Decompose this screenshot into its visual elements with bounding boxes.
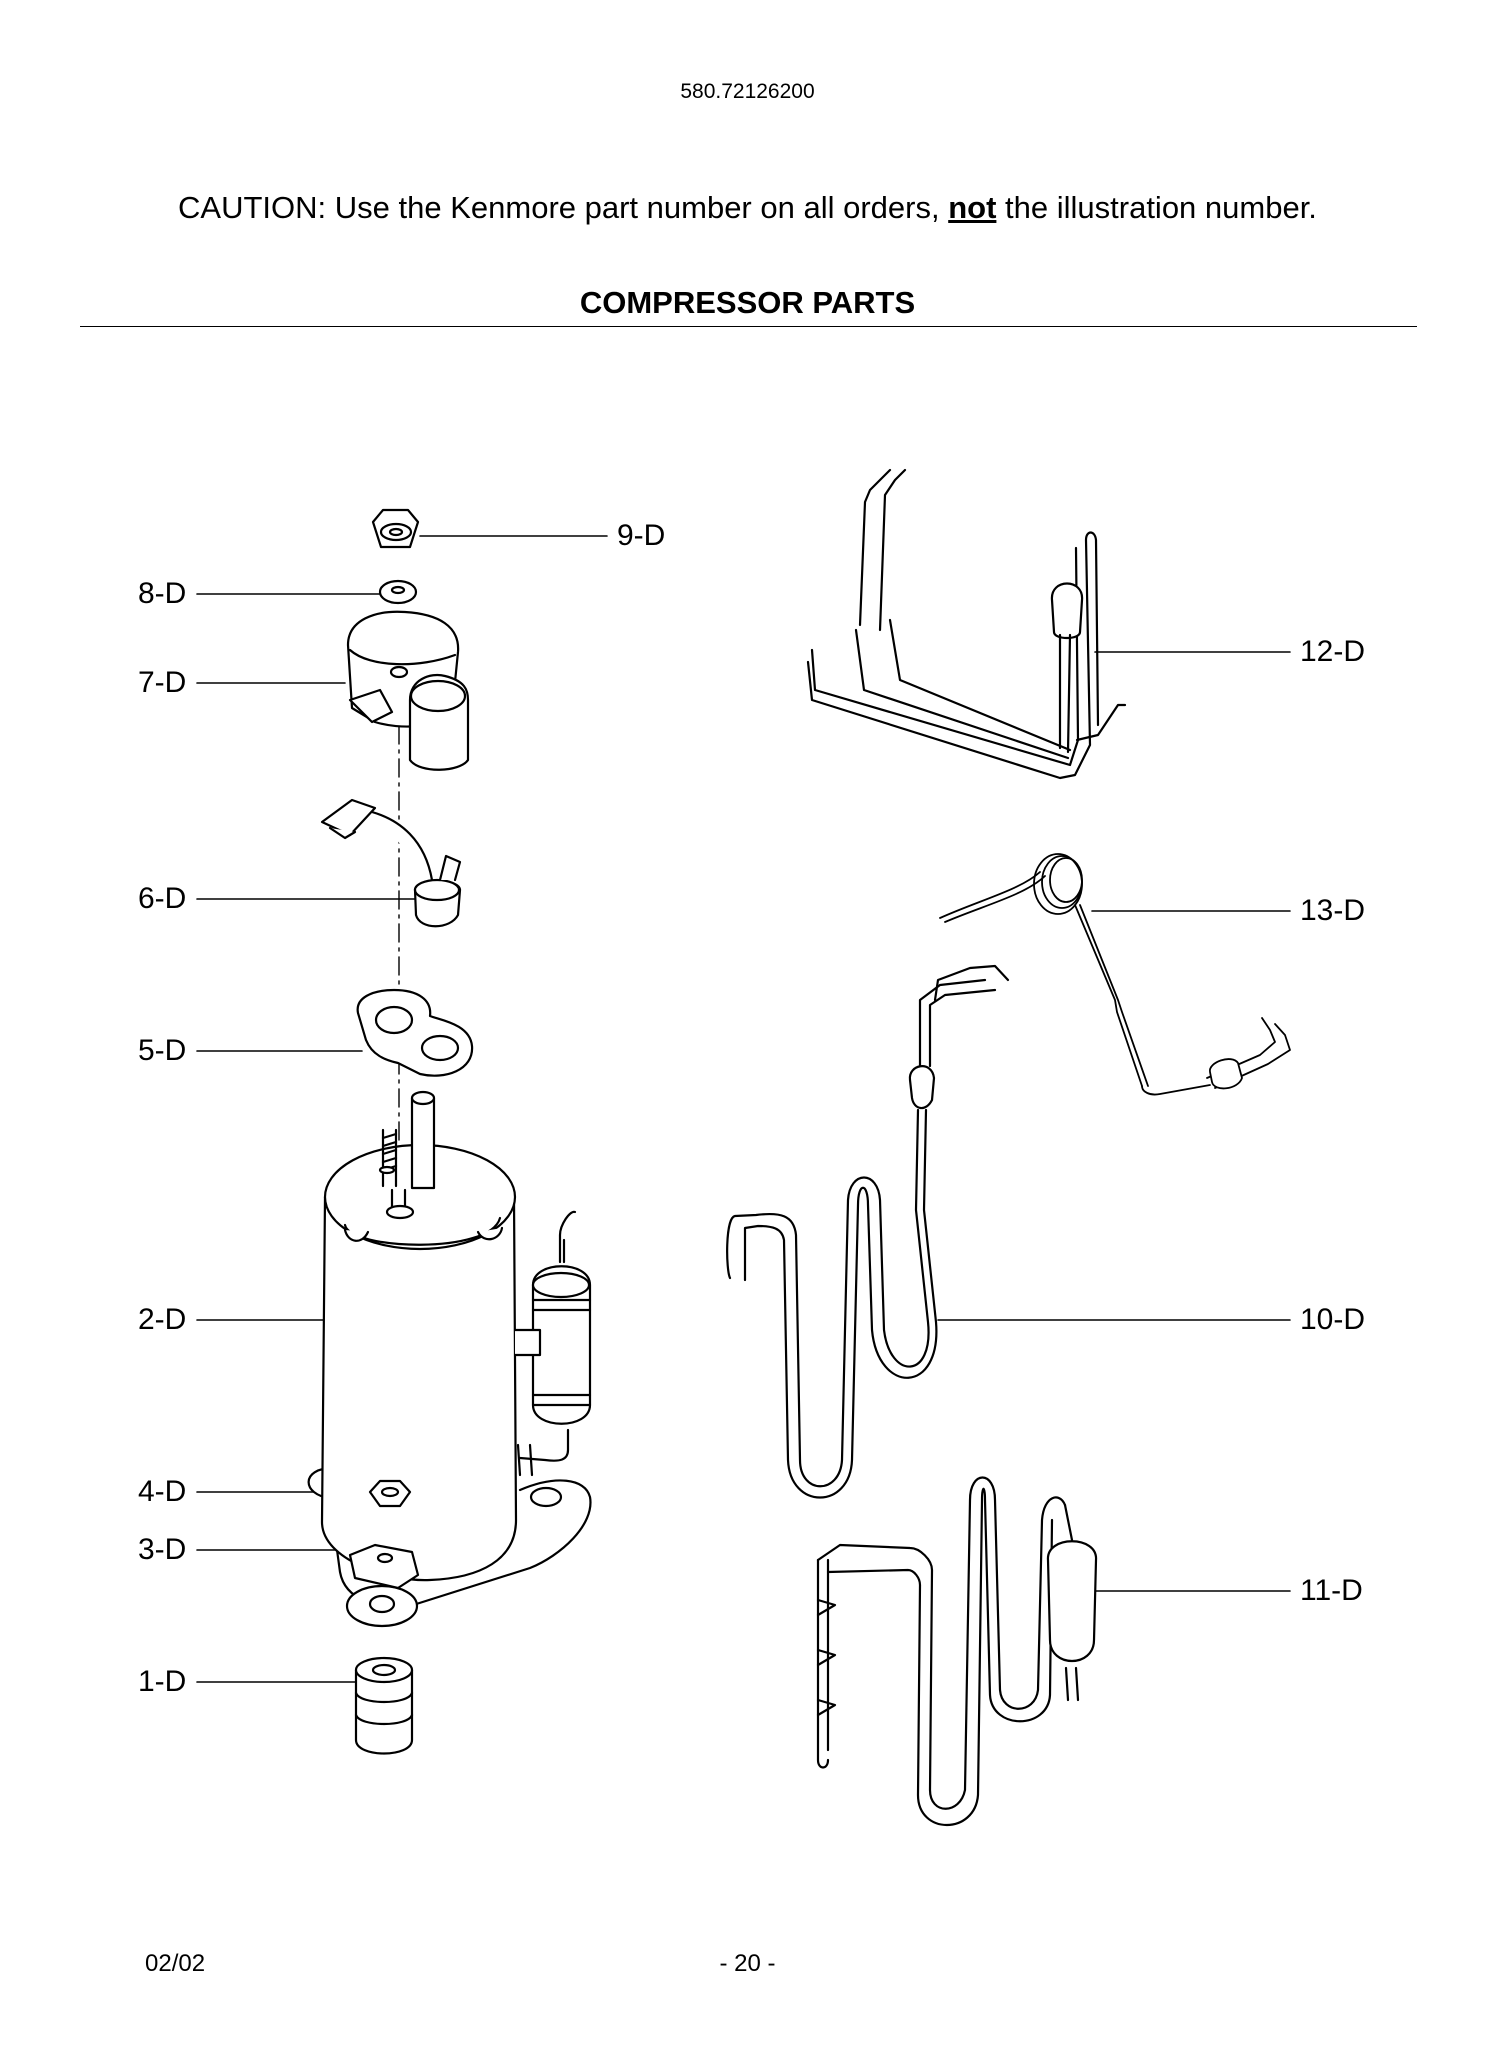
terminal-cover-part xyxy=(346,610,470,771)
footer-page-number: - 20 - xyxy=(719,1950,776,1977)
overload-part xyxy=(320,798,462,928)
caution-emphasis: not xyxy=(948,190,997,225)
capillary-13-part xyxy=(939,853,1291,1096)
nut-part xyxy=(371,508,420,549)
accumulator-part xyxy=(513,1210,592,1477)
caution-text: CAUTION: Use the Kenmore part number on … xyxy=(0,190,1495,226)
callout-5d: 5-D xyxy=(138,1034,187,1067)
callout-8d: 8-D xyxy=(138,577,187,610)
callout-4d: 4-D xyxy=(138,1475,187,1508)
section-title: COMPRESSOR PARTS xyxy=(579,285,916,320)
callout-3d: 3-D xyxy=(138,1533,187,1566)
callout-7d: 7-D xyxy=(138,666,187,699)
callout-12d: 12-D xyxy=(1300,635,1366,668)
callout-10d: 10-D xyxy=(1300,1303,1366,1336)
callout-13d: 13-D xyxy=(1300,894,1366,927)
foot-nut-part xyxy=(368,1479,412,1508)
tube-10-part xyxy=(726,964,1010,1499)
grommet-part xyxy=(354,1656,414,1755)
washer-part xyxy=(378,579,418,605)
tube-12-part xyxy=(806,468,1127,780)
leader-lines xyxy=(196,535,1291,1683)
callout-9d: 9-D xyxy=(617,519,666,552)
callout-2d: 2-D xyxy=(138,1303,187,1336)
callout-1d: 1-D xyxy=(138,1665,187,1698)
footer-date: 02/02 xyxy=(145,1950,206,1977)
model-number: 580.72126200 xyxy=(680,80,815,103)
tube-11-part xyxy=(816,1476,1098,1827)
callout-11d: 11-D xyxy=(1300,1574,1363,1607)
caution-suffix: the illustration number. xyxy=(1005,190,1317,225)
gasket-part xyxy=(356,988,474,1077)
section-rule xyxy=(80,326,1417,327)
caution-prefix: CAUTION: Use the Kenmore part number on … xyxy=(178,190,940,225)
callout-6d: 6-D xyxy=(138,882,187,915)
